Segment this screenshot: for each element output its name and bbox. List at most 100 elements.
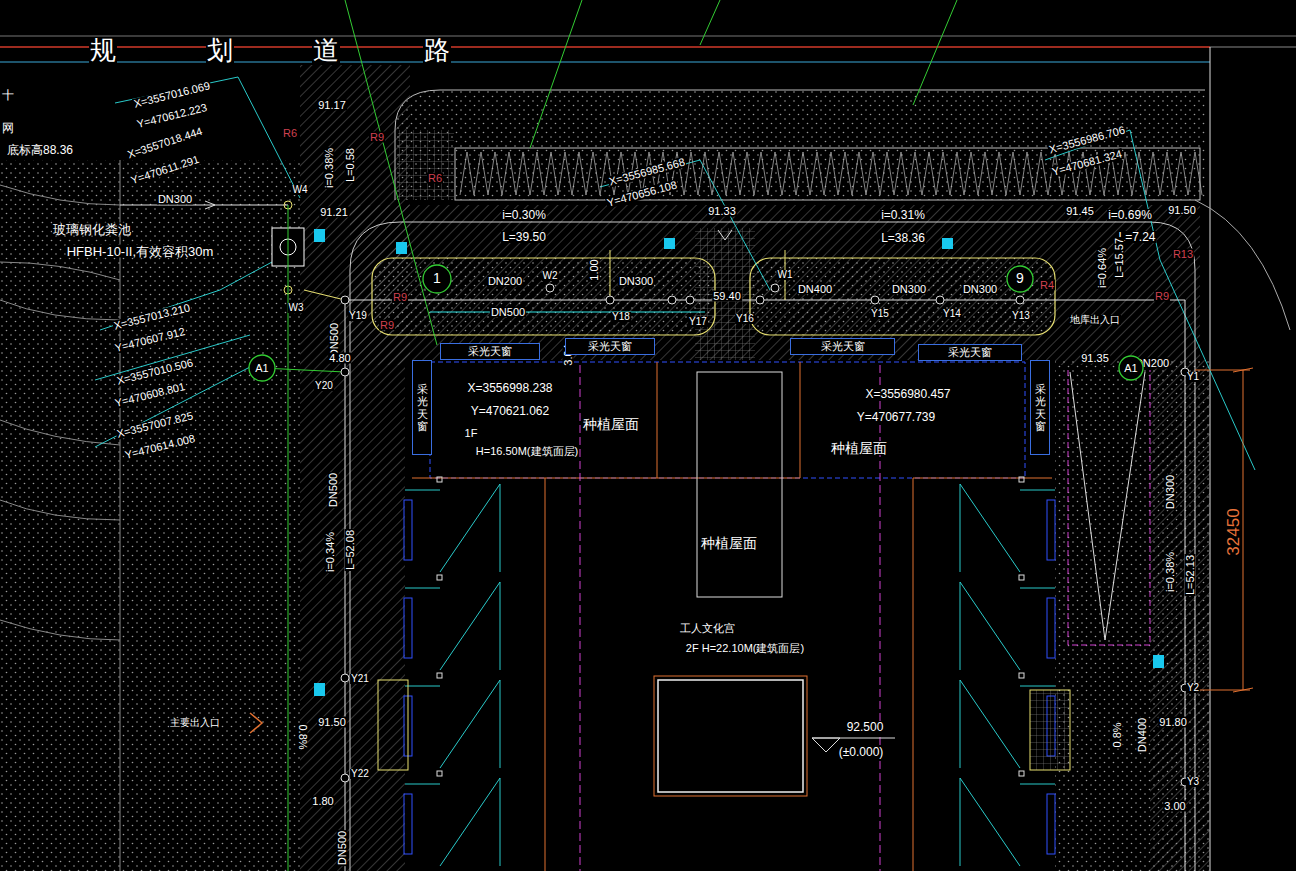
annotation-text: 主要出入口 bbox=[169, 718, 221, 728]
stall-line bbox=[960, 484, 1055, 572]
annotation-text: 91.21 bbox=[319, 207, 349, 218]
skylight-box: 采光天窗 bbox=[918, 344, 1022, 361]
parking-stall bbox=[768, 152, 782, 195]
annotation-text: 路 bbox=[423, 37, 451, 63]
parking-stall bbox=[544, 152, 558, 195]
axis-line bbox=[580, 365, 581, 871]
annotation-text: i=0.31% bbox=[880, 209, 926, 221]
annotation-text: L=39.50 bbox=[501, 231, 547, 243]
annotation-text: 1.80 bbox=[311, 796, 334, 807]
annotation-text: L=38.36 bbox=[880, 232, 926, 244]
annotation-text: DN300 bbox=[891, 284, 927, 295]
annotation-text: DN500 bbox=[328, 472, 339, 508]
roof-planting bbox=[697, 372, 782, 597]
landscape-dots bbox=[0, 160, 300, 871]
annotation-text: R9 bbox=[1154, 291, 1170, 302]
dimension-line bbox=[1195, 368, 1253, 692]
annotation-text: 1.00 bbox=[589, 258, 600, 281]
manhole-circle: A1 bbox=[1118, 355, 1144, 381]
annotation-text: Y16 bbox=[735, 314, 755, 324]
circle-outline bbox=[249, 355, 275, 381]
stair bbox=[378, 680, 408, 770]
column bbox=[437, 673, 442, 678]
parking-stall bbox=[782, 152, 796, 195]
annotation-text: W1 bbox=[777, 270, 794, 280]
window bbox=[404, 598, 412, 658]
parking-stall bbox=[964, 152, 978, 195]
annotation-text: 道 bbox=[312, 37, 340, 63]
pipe bbox=[345, 300, 346, 871]
manhole-circle: A1 bbox=[248, 354, 276, 382]
annotation-text: 种植屋面 bbox=[830, 441, 888, 455]
skylight-box: 采光天窗 bbox=[412, 360, 432, 455]
window bbox=[1047, 794, 1055, 854]
annotation-text: 91.50 bbox=[1167, 205, 1197, 216]
parking-stall bbox=[852, 152, 866, 195]
pavement-hatch bbox=[1150, 360, 1210, 871]
annotation-text: W4 bbox=[292, 185, 309, 195]
annotation-text: R13 bbox=[1172, 249, 1194, 260]
parking-stalls bbox=[404, 152, 1202, 866]
annotation-text: i=0.30% bbox=[501, 209, 547, 221]
circle-outline bbox=[1007, 266, 1033, 292]
node-text: 采光天窗 bbox=[588, 340, 632, 352]
ramp-outline bbox=[1068, 370, 1150, 645]
parking-stall bbox=[740, 152, 754, 195]
core-block bbox=[658, 680, 803, 792]
landscape-dots bbox=[395, 90, 1205, 200]
annotation-text: 1F bbox=[464, 428, 479, 439]
annotation-text: R9 bbox=[369, 132, 385, 143]
annotation-text: i=0.38% bbox=[1165, 551, 1176, 593]
road-line bbox=[0, 36, 1296, 37]
flow-arrow bbox=[718, 230, 732, 240]
site-boundary bbox=[1210, 47, 1211, 871]
annotation-text: 91.50 bbox=[317, 717, 347, 728]
paving-grid bbox=[398, 130, 454, 200]
annotation-text: 4.80 bbox=[328, 353, 351, 364]
stall-line bbox=[405, 582, 500, 670]
parking-stall bbox=[530, 152, 544, 195]
parking-stall bbox=[824, 152, 838, 195]
parking-stall bbox=[516, 152, 530, 195]
parking-stall bbox=[894, 152, 908, 195]
skylight-box: 采光天窗 bbox=[1030, 360, 1050, 455]
boundary-line bbox=[0, 62, 1210, 63]
annotation-text: DN200 bbox=[487, 276, 523, 287]
parking-stall bbox=[936, 152, 950, 195]
annotation-text: 玻璃钢化粪池 bbox=[52, 223, 132, 236]
annotation-text: 91.33 bbox=[707, 206, 737, 217]
annotation-text: L=52.08 bbox=[345, 529, 356, 571]
parking-stall bbox=[880, 152, 894, 195]
annotation-text: (±0.000) bbox=[838, 746, 885, 758]
annotation-text: 0.8% bbox=[297, 723, 308, 750]
annotation-text: 32450 bbox=[1225, 507, 1242, 556]
parking-stall bbox=[950, 152, 964, 195]
annotation-text: 0.8% bbox=[1112, 721, 1123, 748]
annotation-text: i=0.69% bbox=[1107, 209, 1153, 221]
annotation-text: L=15.57 bbox=[1114, 237, 1125, 279]
column bbox=[1019, 575, 1024, 580]
annotation-text: 十 bbox=[1, 89, 15, 101]
annotation-text: 网 bbox=[1, 122, 15, 134]
annotation-text: 底标高88.36 bbox=[6, 144, 74, 156]
core-block bbox=[654, 676, 807, 796]
annotation-text: i=0.34% bbox=[325, 531, 336, 573]
annotation-text: Y14 bbox=[942, 309, 962, 319]
annotation-text: Y19 bbox=[348, 311, 368, 321]
annotation-text: Y22 bbox=[350, 769, 370, 779]
parking-stall bbox=[558, 152, 572, 195]
parking-stall bbox=[474, 152, 488, 195]
annotation-text: R4 bbox=[1039, 280, 1055, 291]
stall-line bbox=[405, 680, 500, 768]
building-footprint bbox=[405, 360, 1055, 871]
manhole-circle: 9 bbox=[1006, 265, 1034, 293]
column bbox=[437, 771, 442, 776]
parking-stall bbox=[810, 152, 824, 195]
pavement-hatch bbox=[300, 65, 410, 871]
annotation-text: L=52.13 bbox=[1185, 554, 1196, 596]
parking-stall bbox=[754, 152, 768, 195]
column bbox=[437, 477, 442, 482]
annotation-text: DN300 bbox=[962, 284, 998, 295]
parking-stall bbox=[908, 152, 922, 195]
